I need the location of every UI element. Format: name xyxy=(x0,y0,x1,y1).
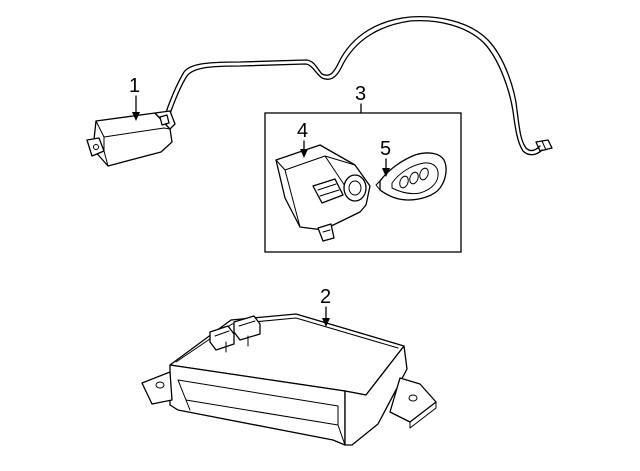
callout-label-2: 2 xyxy=(320,286,331,308)
callout-5: 5 xyxy=(380,138,391,177)
key-fob xyxy=(375,152,447,201)
kit-box xyxy=(264,112,462,253)
callout-3: 3 xyxy=(355,83,366,114)
callout-2: 2 xyxy=(320,286,331,327)
callout-label-4: 4 xyxy=(297,120,308,142)
callout-label-1: 1 xyxy=(129,75,140,97)
antenna-module xyxy=(86,110,176,167)
callout-1: 1 xyxy=(129,75,140,121)
callout-label-3: 3 xyxy=(355,83,366,105)
ignition-switch-module xyxy=(275,144,371,242)
antenna-cable xyxy=(162,16,553,156)
callout-4: 4 xyxy=(297,120,308,158)
callout-label-5: 5 xyxy=(380,138,391,160)
control-module xyxy=(141,313,437,446)
